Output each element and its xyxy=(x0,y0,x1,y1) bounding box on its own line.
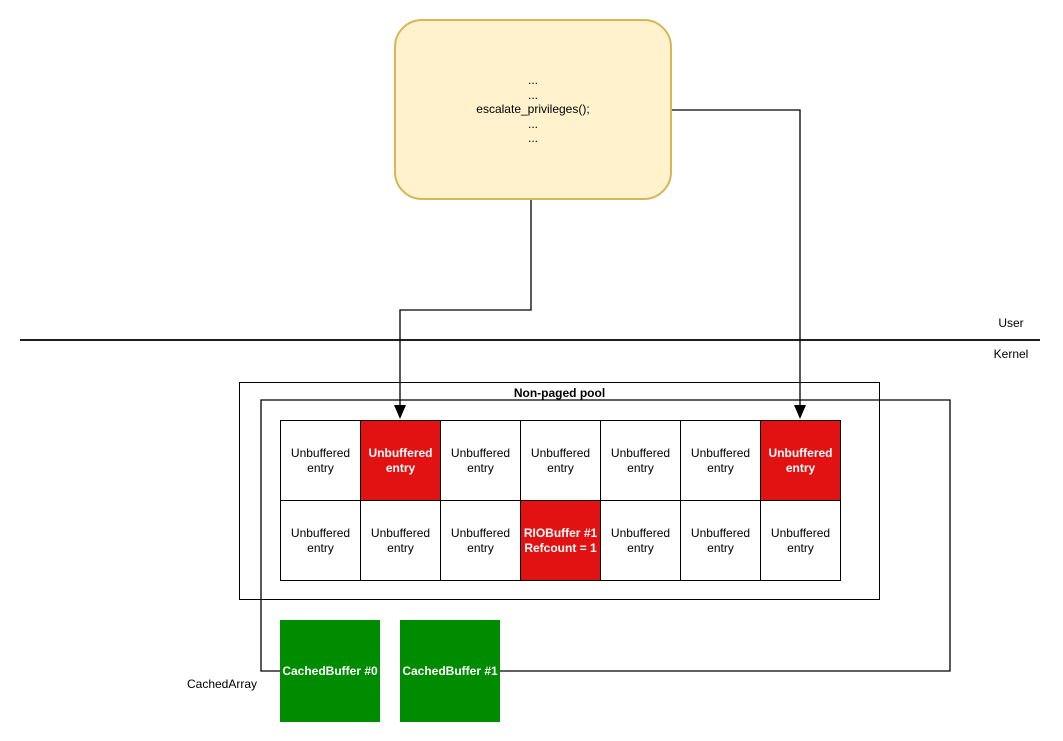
cachedbuffer-0-label: CachedBuffer #0 xyxy=(282,664,378,678)
pool-cell-unbuffered: Unbuffered entry xyxy=(441,421,521,501)
cell-line: Unbuffered xyxy=(370,525,431,540)
cell-line: entry xyxy=(707,460,734,475)
cell-line: Unbuffered xyxy=(610,525,671,540)
cell-line: Unbuffered xyxy=(450,445,511,460)
cell-line: entry xyxy=(385,460,416,475)
cell-line: entry xyxy=(785,460,816,475)
connector-code-to-pool-entry-left xyxy=(399,200,532,406)
connector-code-to-pool-entry-right xyxy=(672,109,801,406)
cell-line: entry xyxy=(307,460,334,475)
cell-line: RIOBuffer #1 xyxy=(523,525,598,540)
cachedbuffer-1-box: CachedBuffer #1 xyxy=(400,620,500,722)
cell-line: Unbuffered xyxy=(768,445,833,460)
cell-line: entry xyxy=(467,540,494,555)
cell-line: entry xyxy=(627,460,654,475)
pool-cell-unbuffered: Unbuffered entry xyxy=(601,421,681,501)
cell-line: Unbuffered xyxy=(368,445,433,460)
cell-line: entry xyxy=(307,540,334,555)
cell-line: entry xyxy=(387,540,414,555)
cell-line: Unbuffered xyxy=(530,445,591,460)
code-line: escalate_privileges(); xyxy=(476,102,590,117)
cell-line: entry xyxy=(787,540,814,555)
code-line: ... xyxy=(527,73,538,88)
cell-line: entry xyxy=(467,460,494,475)
pool-title: Non-paged pool xyxy=(513,386,606,400)
pool-cell-unbuffered: Unbuffered entry xyxy=(281,501,361,581)
cell-line: Unbuffered xyxy=(770,525,831,540)
cell-line: entry xyxy=(547,460,574,475)
cell-line: Unbuffered xyxy=(450,525,511,540)
user-label: User xyxy=(998,316,1024,330)
cachedarray-label: CachedArray xyxy=(186,677,258,691)
cell-line: entry xyxy=(627,540,654,555)
nonpaged-pool-box: Non-paged pool xyxy=(239,382,880,600)
pool-cell-unbuffered: Unbuffered entry xyxy=(681,421,761,501)
cell-line: Refcount = 1 xyxy=(524,540,597,555)
pool-cell-unbuffered: Unbuffered entry xyxy=(601,501,681,581)
cell-line: Unbuffered xyxy=(290,445,351,460)
cachedbuffer-1-label: CachedBuffer #1 xyxy=(402,664,498,678)
code-line: ... xyxy=(527,87,538,102)
kernel-label: Kernel xyxy=(993,347,1029,361)
cachedbuffer-0-box: CachedBuffer #0 xyxy=(280,620,380,722)
user-code-box: ... ... escalate_privileges(); ... ... xyxy=(394,19,672,200)
code-line: ... xyxy=(527,116,538,131)
code-line: ... xyxy=(527,131,538,146)
cell-line: Unbuffered xyxy=(610,445,671,460)
pool-cell-unbuffered: Unbuffered entry xyxy=(281,421,361,501)
pool-cell-unbuffered-overwritten: Unbuffered entry xyxy=(761,421,841,501)
pool-cell-unbuffered: Unbuffered entry xyxy=(361,501,441,581)
cell-line: Unbuffered xyxy=(690,525,751,540)
pool-cell-unbuffered: Unbuffered entry xyxy=(441,501,521,581)
pool-cell-unbuffered: Unbuffered entry xyxy=(761,501,841,581)
pool-grid: Unbuffered entry Unbuffered entry Unbuff… xyxy=(280,420,841,581)
cell-line: Unbuffered xyxy=(290,525,351,540)
cell-line: Unbuffered xyxy=(690,445,751,460)
pool-cell-unbuffered: Unbuffered entry xyxy=(681,501,761,581)
pool-cell-riobuffer: RIOBuffer #1 Refcount = 1 xyxy=(521,501,601,581)
pool-cell-unbuffered: Unbuffered entry xyxy=(521,421,601,501)
pool-cell-unbuffered-overwritten: Unbuffered entry xyxy=(361,421,441,501)
cell-line: entry xyxy=(707,540,734,555)
